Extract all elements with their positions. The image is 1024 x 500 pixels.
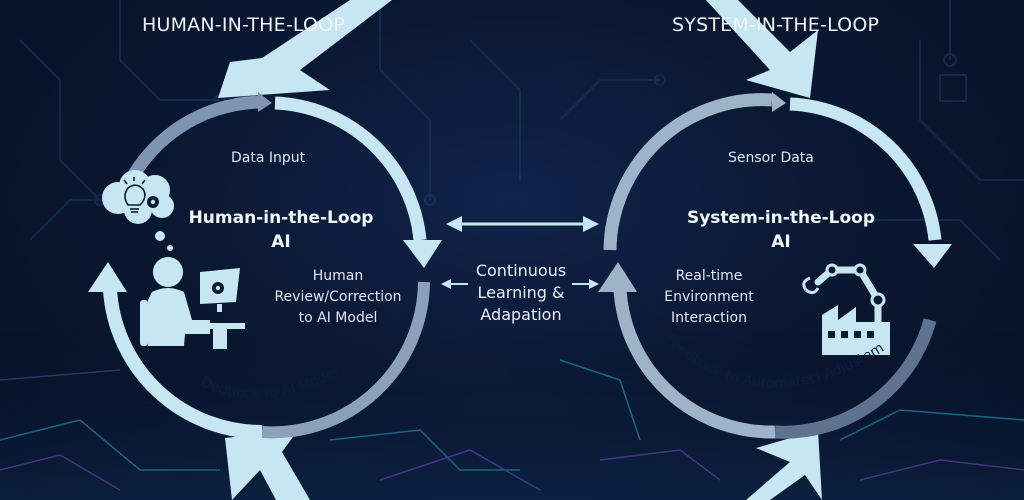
loop-arc-right [789,97,942,241]
circuit-trace [19,39,101,201]
lightbulb-icon [123,177,146,213]
floor-trace [559,359,641,441]
center-label-line3: Adapation [480,305,562,324]
circuit-trace [860,219,1001,261]
right-loop-title-line1: System-in-the-Loop [686,208,876,228]
thought-cloud-icon [102,170,174,251]
floor-trace [0,419,220,471]
left-step-review: Human Review/Correction to AI Model [268,266,408,329]
arc-arrowhead-down [403,240,442,268]
right-step-interaction-line3: Interaction [671,310,747,326]
center-label-line1: Continuous [475,261,567,280]
left-loop-title-line1: Human-in-the-Loop [188,208,374,228]
floor-trace [839,409,1024,441]
loop-arc-bottom-right [774,318,937,439]
arc-arrowhead [772,92,786,112]
right-step-interaction: Real-time Environment Interaction [654,266,764,329]
left-heading: HUMAN-IN-THE-LOOP [142,14,346,36]
circuit-trace [469,39,521,180]
circuit-trace [559,79,660,121]
arc-arrowhead-down [913,244,952,268]
right-loop-title: System-in-the-Loop AI [676,206,886,254]
arrowhead-right [583,216,599,232]
floor-trace [329,429,520,471]
floor-trace [379,449,541,491]
gear-icon [147,196,159,208]
center-label-line2: Learning & [477,283,565,302]
arc-arrowhead-up [598,262,637,292]
floor-trace [859,459,1024,481]
loop-arc-left [613,289,776,439]
left-step-review-line3: to AI Model [298,310,378,326]
circuit-trace [119,0,220,101]
chip-square [939,74,967,102]
right-step-sensor-data: Sensor Data [728,150,814,166]
loop-arc-top-left [603,93,773,251]
gripper-icon [802,276,820,295]
floor-trace [599,449,721,481]
circuit-trace [379,0,431,200]
arrowhead-left-small [441,279,451,289]
loop-arc-bottom-right [261,281,430,439]
right-loop-title-line2: AI [771,232,791,252]
incoming-arrow-top-left [218,0,392,98]
gear-icon [212,282,224,294]
circuit-trace [919,40,1024,181]
arc-arrowhead-up [88,262,127,292]
floor-trace [0,454,121,491]
circuit-node [943,53,957,67]
factory-icon [822,305,890,355]
left-loop-title: Human-in-the-Loop AI [186,206,376,254]
floor-trace [0,369,121,381]
right-heading: SYSTEM-IN-THE-LOOP [672,14,880,36]
right-step-interaction-line1: Real-time [675,268,743,284]
circuit-node [654,74,666,86]
right-step-interaction-line2: Environment [664,289,754,305]
left-step-review-line1: Human [312,268,364,284]
arrowhead-left [446,216,462,232]
left-loop-title-line2: AI [271,232,291,252]
center-label: Continuous Learning & Adapation [458,260,584,326]
incoming-arrow-top-right [706,0,818,98]
left-step-review-line2: Review/Correction [274,289,402,305]
incoming-arrow-bottom-left [225,430,310,500]
loop-arc-left [103,289,263,440]
circuit-node [424,194,436,206]
factory-windows [828,331,874,338]
left-step-data-input: Data Input [231,150,306,166]
incoming-arrow-bottom-right [746,430,822,500]
robotic-arm-joints [825,263,886,308]
arc-arrowhead [258,92,272,112]
arrowhead-right-small [589,279,599,289]
center-connector [441,216,599,289]
loop-arc-right [274,96,427,241]
